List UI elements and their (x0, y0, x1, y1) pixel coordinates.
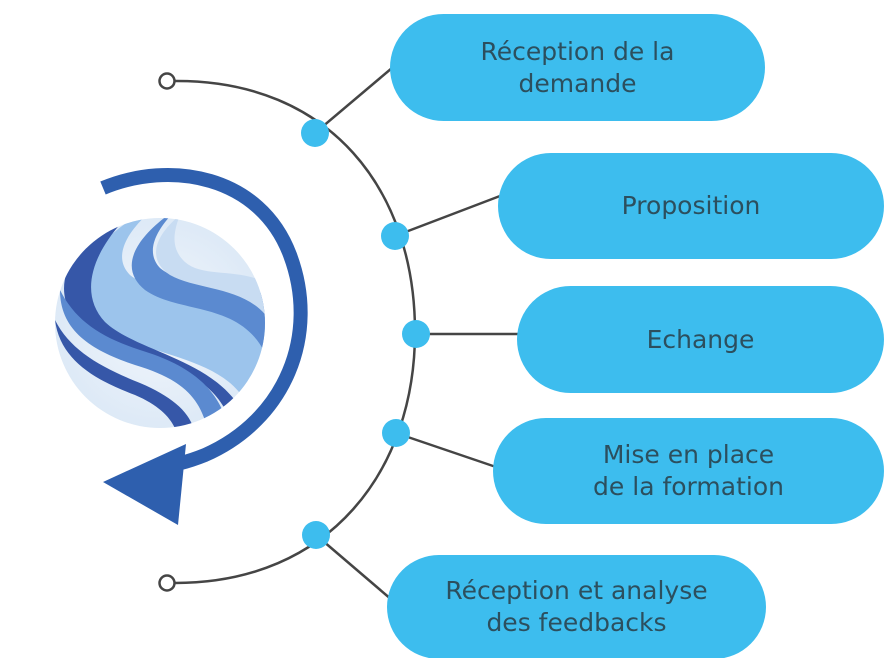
step-5-feedbacks: Réception et analyse des feedbacks (387, 555, 766, 658)
step-3-label: Echange (646, 324, 755, 354)
step-2-proposition: Proposition (498, 153, 884, 259)
connectors (314, 67, 520, 601)
connector-4 (395, 431, 497, 469)
arc-start-marker (158, 72, 176, 90)
arc-end-marker (158, 574, 176, 592)
connector-2 (394, 194, 501, 238)
step-5-label: Réception et analyse des feedbacks (445, 576, 708, 637)
step-dot-2 (381, 222, 409, 250)
step-1-reception-demande: Réception de la demande (390, 14, 765, 121)
step-dot-5 (302, 521, 330, 549)
step-dot-1 (301, 119, 329, 147)
step-1-label: Réception de la demande (480, 36, 675, 98)
step-4-label: Mise en place de la formation (593, 440, 784, 501)
connector-5 (315, 534, 393, 601)
swirl-globe-icon (55, 218, 265, 428)
step-dot-3 (402, 320, 430, 348)
connector-1 (314, 67, 393, 134)
step-dot-4 (382, 419, 410, 447)
step-3-echange: Echange (517, 286, 884, 393)
step-2-label: Proposition (621, 191, 761, 220)
arc-dots (301, 119, 430, 549)
circular-arrow-icon (100, 168, 308, 525)
step-4-mise-en-place: Mise en place de la formation (493, 418, 884, 524)
